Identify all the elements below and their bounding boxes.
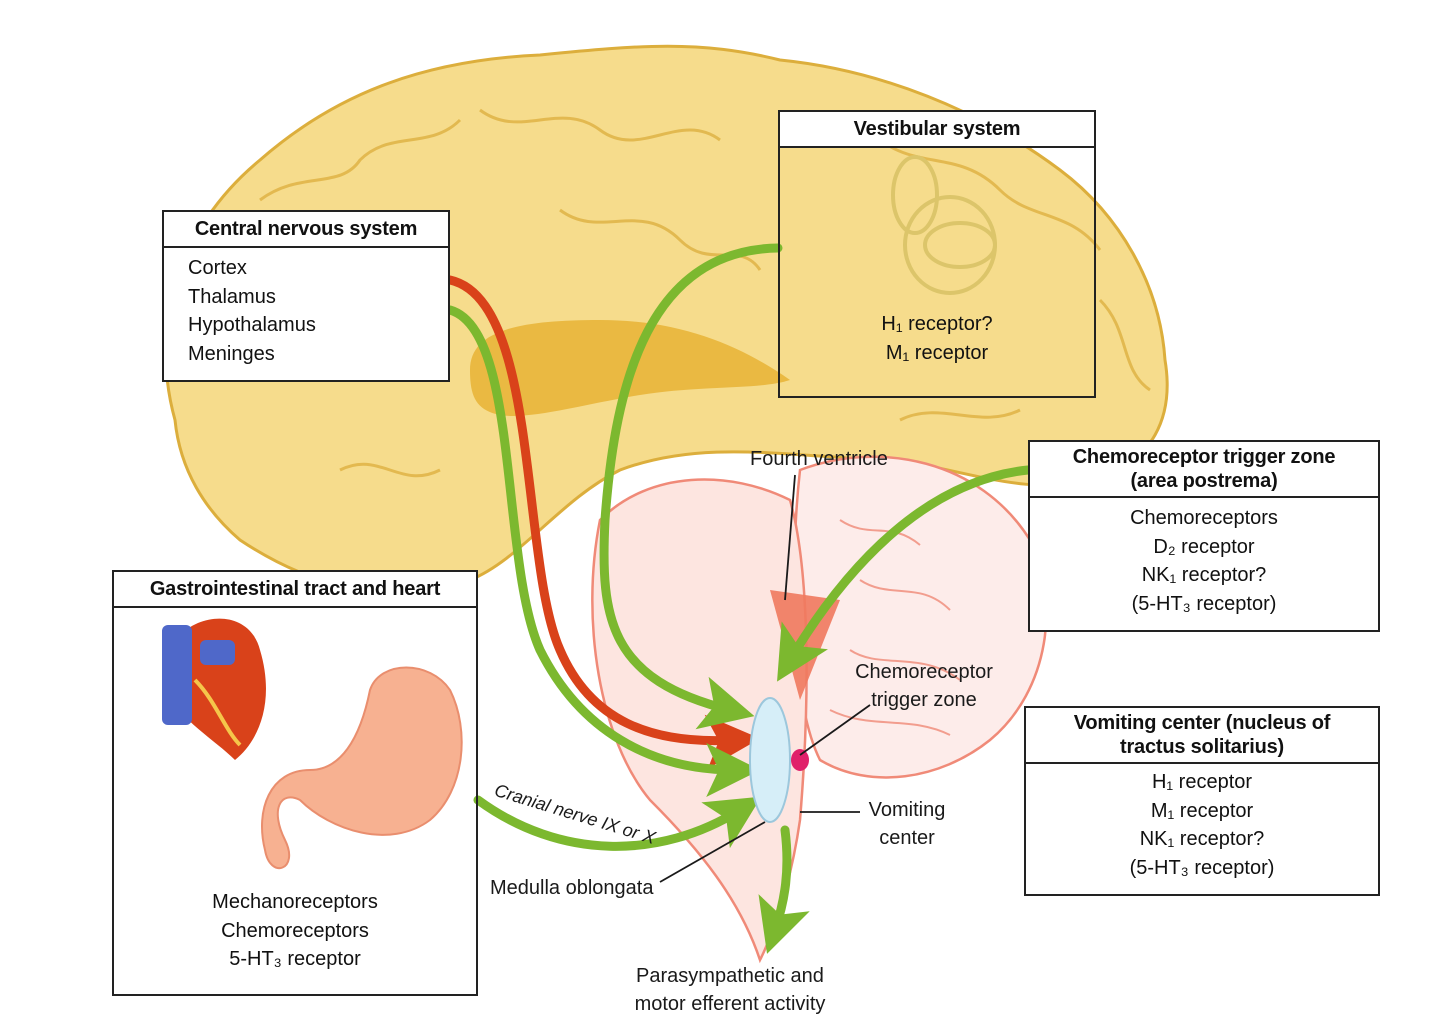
cns-item-thalamus: Thalamus (188, 285, 276, 308)
gi-box: Gastrointestinal tract and heart Mechano… (112, 570, 478, 996)
vomiting-box-title-line1: Vomiting center (nucleus of (1073, 712, 1331, 734)
gi-box-title: Gastrointestinal tract and heart (114, 572, 476, 608)
gi-item-mechanoreceptors: Mechanoreceptors (212, 891, 378, 913)
efferent-label-line2: motor efferent activity (634, 993, 826, 1015)
ctz-label: Chemoreceptor trigger zone (836, 658, 1012, 714)
cns-green-arrow (445, 305, 761, 797)
vomiting-center-label-line1: Vomiting (868, 799, 946, 821)
vomiting-item-5ht3: (5-HT₃ receptor) (1129, 856, 1275, 879)
vestibular-illustration (891, 155, 997, 295)
ctz-item-nk1: NK₁ receptor? (1141, 564, 1267, 586)
vomiting-box-title-line2: tractus solitarius) (1119, 736, 1285, 758)
ctz-box-title-line2: (area postrema) (1130, 470, 1278, 492)
heart-illustration (162, 618, 266, 760)
cns-item-hypothalamus: Hypothalamus (188, 314, 316, 336)
vomiting-item-h1: H₁ receptor (1151, 771, 1253, 793)
ctz-box: Chemoreceptor trigger zone (area postrem… (1028, 440, 1380, 632)
medulla-oblongata-label: Medulla oblongata (490, 877, 654, 899)
cns-box: Central nervous system Cortex Thalamus H… (162, 210, 450, 382)
fourth-ventricle-label: Fourth ventricle (750, 448, 888, 470)
vomiting-item-m1: M₁ receptor (1150, 799, 1254, 822)
ctz-item-chemoreceptors: Chemoreceptors (1130, 507, 1278, 529)
cns-red-arrow (445, 275, 761, 769)
ctz-label-line1: Chemoreceptor (855, 661, 993, 683)
efferent-activity-label: Parasympathetic and motor efferent activ… (600, 962, 860, 1018)
cns-item-cortex: Cortex (188, 257, 247, 279)
cranial-nerve-arrow (473, 795, 762, 851)
vestibular-item-h1: H₁ receptor? (881, 313, 993, 335)
brain-illustration (164, 44, 1169, 594)
stomach-illustration (261, 666, 463, 870)
cns-box-title: Central nervous system (164, 212, 448, 248)
vomiting-center-box: Vomiting center (nucleus of tractus soli… (1024, 706, 1380, 896)
efferent-arrow (758, 825, 810, 954)
efferent-label-line1: Parasympathetic and (636, 965, 824, 987)
gi-item-chemoreceptors: Chemoreceptors (221, 919, 369, 942)
vestibular-green-arrow (599, 243, 783, 730)
pathway-arrows (445, 243, 1033, 954)
ctz-item-5ht3: (5-HT₃ receptor) (1131, 592, 1277, 615)
vestibular-box: Vestibular system H₁ receptor? M₁ recept… (778, 110, 1096, 398)
vomiting-center-label: Vomiting center (852, 796, 962, 852)
vomiting-center-oval (749, 697, 791, 823)
gi-item-5ht3: 5-HT₃ receptor (229, 948, 361, 970)
leader-lines (659, 474, 871, 883)
vestibular-box-title: Vestibular system (780, 112, 1094, 148)
cerebellum-folia (829, 519, 961, 736)
vomiting-item-nk1: NK₁ receptor? (1139, 828, 1265, 850)
vomiting-center-label-line2: center (879, 827, 935, 849)
vestibular-item-m1: M₁ receptor (885, 341, 989, 364)
ctz-dot (791, 749, 809, 771)
ctz-box-title-line1: Chemoreceptor trigger zone (1072, 446, 1336, 468)
ctz-green-arrow (777, 465, 1033, 682)
cns-item-meninges: Meninges (188, 342, 275, 365)
ctz-item-d2: D₂ receptor (1153, 535, 1255, 558)
ctz-label-line2: trigger zone (871, 689, 977, 711)
